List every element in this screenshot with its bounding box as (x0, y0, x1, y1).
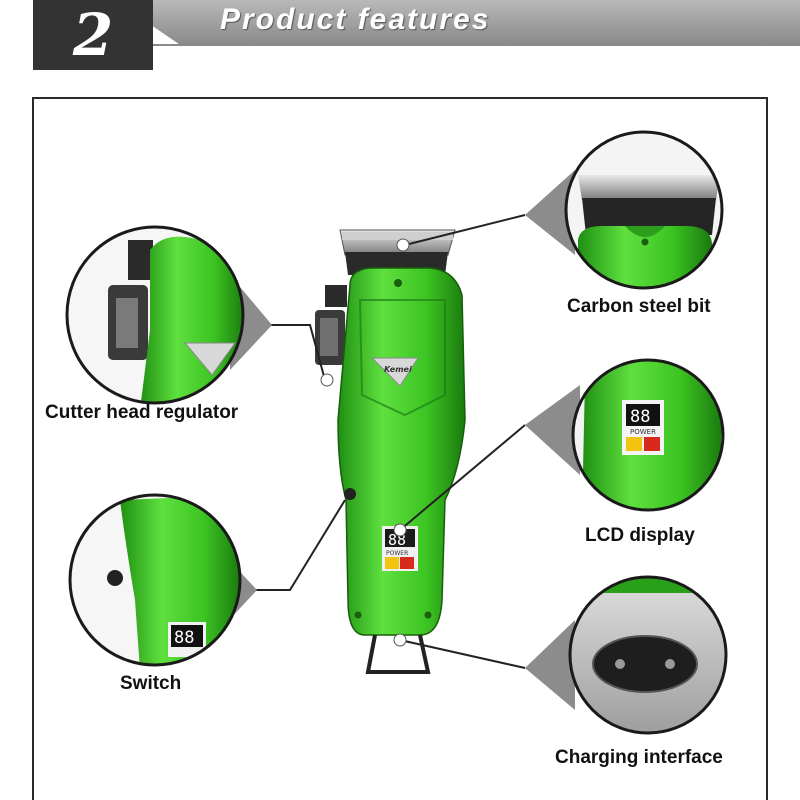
label-charging-interface: Charging interface (555, 747, 723, 768)
label-cutter-head-regulator: Cutter head regulator (45, 402, 239, 423)
label-lcd-display: LCD display (585, 525, 695, 546)
zoom-carbon-steel-bit (564, 130, 724, 290)
header-underline (153, 44, 800, 46)
content-frame (32, 97, 768, 800)
lcd-caption: POWER (386, 550, 408, 557)
zoom-switch: 88 (68, 493, 242, 667)
clipper-lever (315, 285, 347, 365)
callout-lines (255, 214, 526, 669)
zoom-charging-interface (568, 575, 728, 735)
clipper: Kemei 88 POWER (315, 229, 466, 674)
switch-button (344, 488, 356, 500)
label-switch: Switch (120, 673, 182, 694)
header-bar: 2 Product features (0, 0, 800, 70)
callout-dots (320, 238, 410, 647)
clipper-body (337, 267, 466, 636)
zoom-switch-lcd-digits: 88 (174, 628, 194, 648)
zoom-lcd-caption: POWER (630, 428, 656, 436)
page-title: Product features (220, 3, 491, 36)
title-band (153, 0, 800, 44)
label-carbon-steel-bit: Carbon steel bit (567, 296, 711, 317)
step-number: 2 (33, 0, 153, 70)
hanging-loop (365, 634, 431, 674)
zoom-cutter-head-regulator (65, 225, 245, 405)
logo-text: Kemei (384, 365, 412, 374)
zoom-lcd-display: 88 POWER (571, 358, 725, 512)
zoom-lcd-digits: 88 (630, 407, 650, 427)
